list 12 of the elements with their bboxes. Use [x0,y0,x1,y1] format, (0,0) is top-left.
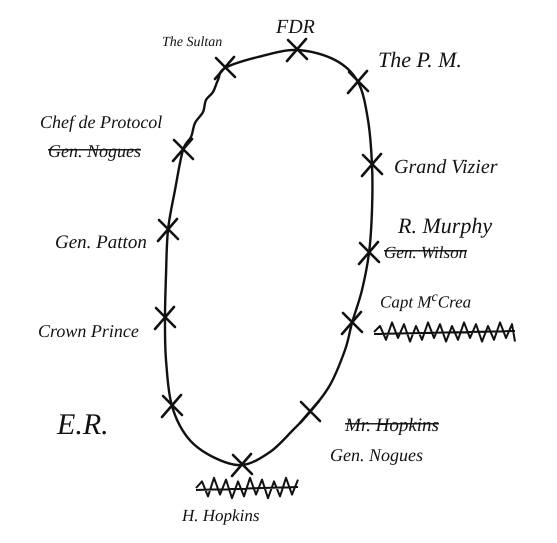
seat-name: Capt M$^{c}$Crea [380,290,472,312]
seat-name: Chef de Protocol [40,113,162,133]
seat-name: Gen. Nogues [330,446,423,466]
seat-name: R. Murphy [398,214,492,238]
seat-name: Gen. Patton [55,233,147,254]
seat-name: E.R. [57,408,109,441]
seat-name: The Sultan [162,35,222,50]
seat-name: H. Hopkins [182,507,260,526]
seat-name: Crown Prince [38,322,139,342]
seat-name: Grand Vizier [394,156,498,178]
seat-name: The P. M. [378,48,462,72]
seat-name: FDR [276,16,315,38]
